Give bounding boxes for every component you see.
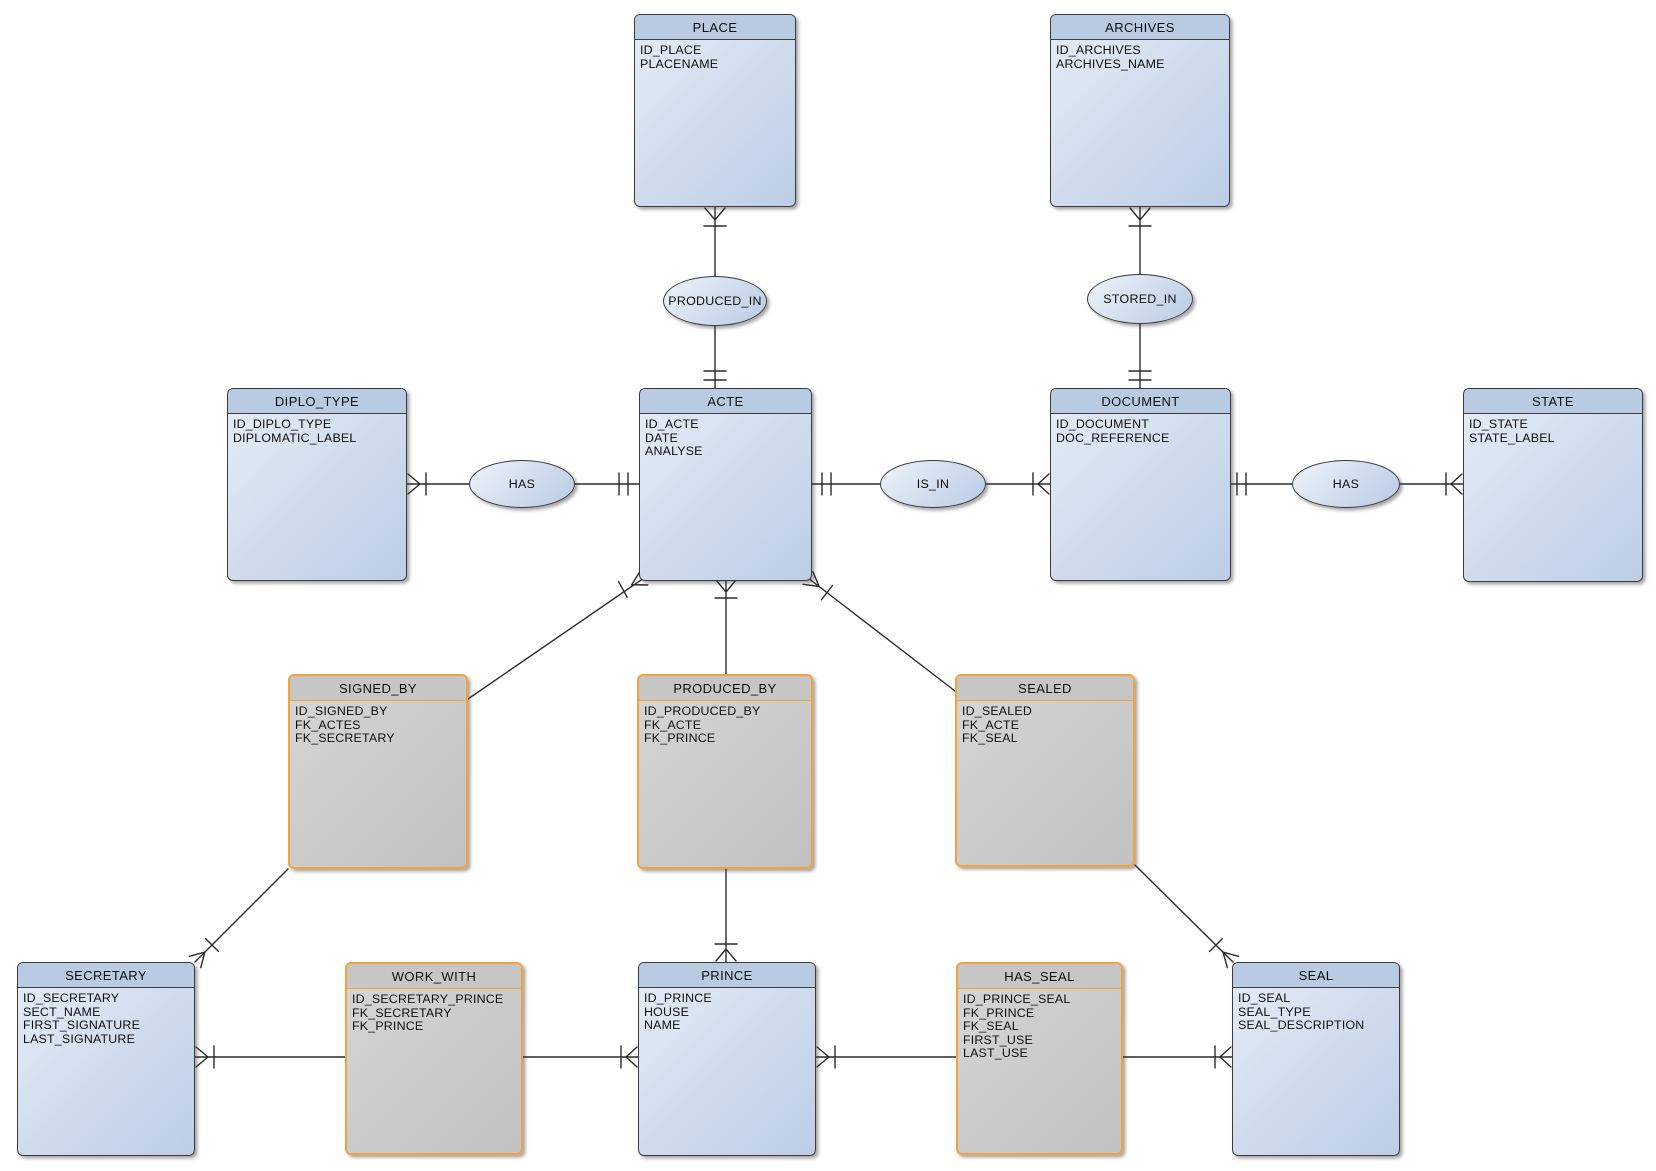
- relationship-has-diplo-label: HAS: [508, 477, 536, 491]
- connector-archives-stored_in-document: [1128, 206, 1152, 389]
- entity-document[interactable]: DOCUMENT ID_DOCUMENT DOC_REFERENCE: [1050, 388, 1231, 581]
- entity-diplo-type[interactable]: DIPLO_TYPE ID_DIPLO_TYPE DIPLOMATIC_LABE…: [227, 388, 407, 581]
- assoc-signed-by-title: SIGNED_BY: [290, 676, 466, 701]
- assoc-has-seal-title: HAS_SEAL: [958, 964, 1121, 989]
- connector-produced_by-prince: [714, 868, 738, 963]
- assoc-produced-by[interactable]: PRODUCED_BY ID_PRODUCED_BY FK_ACTE FK_PR…: [637, 674, 813, 869]
- entity-state[interactable]: STATE ID_STATE STATE_LABEL: [1463, 388, 1643, 582]
- connector-diplo_type-has-acte: [406, 472, 640, 496]
- entity-acte-fields: ID_ACTE DATE ANALYSE: [645, 417, 703, 458]
- entity-prince-title: PRINCE: [639, 963, 815, 988]
- assoc-sealed-fields: ID_SEALED FK_ACTE FK_SEAL: [962, 704, 1032, 745]
- entity-place-title: PLACE: [635, 15, 795, 40]
- entity-place-fields: ID_PLACE PLACENAME: [640, 43, 719, 71]
- connector-work_with-prince: [522, 1045, 639, 1069]
- connector-secretary-work_with: [194, 1045, 346, 1069]
- relationship-produced-in[interactable]: PRODUCED_IN: [663, 276, 767, 326]
- assoc-work-with-fields: ID_SECRETARY_PRINCE FK_SECRETARY FK_PRIN…: [352, 992, 504, 1033]
- entity-archives-fields: ID_ARCHIVES ARCHIVES_NAME: [1056, 43, 1165, 71]
- connector-prince-has_seal: [815, 1045, 957, 1069]
- connector-sealed-seal: [1134, 864, 1240, 969]
- entity-archives[interactable]: ARCHIVES ID_ARCHIVES ARCHIVES_NAME: [1050, 14, 1230, 207]
- relationship-is-in-label: IS_IN: [916, 477, 950, 491]
- entity-state-title: STATE: [1464, 389, 1642, 414]
- relationship-has-state[interactable]: HAS: [1292, 460, 1400, 508]
- relationship-produced-in-label: PRODUCED_IN: [668, 294, 762, 308]
- connector-signed_by-secretary: [188, 868, 289, 969]
- connector-acte-produced_by: [714, 578, 738, 675]
- assoc-sealed[interactable]: SEALED ID_SEALED FK_ACTE FK_SEAL: [955, 674, 1135, 867]
- entity-secretary-fields: ID_SECRETARY SECT_NAME FIRST_SIGNATURE L…: [23, 991, 141, 1046]
- entity-document-fields: ID_DOCUMENT DOC_REFERENCE: [1056, 417, 1170, 445]
- entity-acte[interactable]: ACTE ID_ACTE DATE ANALYSE: [639, 388, 812, 581]
- relationship-stored-in-label: STORED_IN: [1103, 292, 1177, 306]
- entity-place[interactable]: PLACE ID_PLACE PLACENAME: [634, 14, 796, 207]
- entity-diplo-type-fields: ID_DIPLO_TYPE DIPLOMATIC_LABEL: [233, 417, 357, 445]
- entity-secretary[interactable]: SECRETARY ID_SECRETARY SECT_NAME FIRST_S…: [17, 962, 195, 1156]
- entity-prince[interactable]: PRINCE ID_PRINCE HOUSE NAME: [638, 962, 816, 1156]
- entity-archives-title: ARCHIVES: [1051, 15, 1229, 40]
- relationship-has-state-label: HAS: [1332, 477, 1360, 491]
- assoc-signed-by[interactable]: SIGNED_BY ID_SIGNED_BY FK_ACTES FK_SECRE…: [288, 674, 468, 869]
- entity-secretary-title: SECRETARY: [18, 963, 194, 988]
- connector-acte-signed_by: [467, 570, 649, 700]
- entity-seal-title: SEAL: [1233, 963, 1399, 988]
- assoc-work-with-title: WORK_WITH: [347, 964, 521, 989]
- assoc-work-with[interactable]: WORK_WITH ID_SECRETARY_PRINCE FK_SECRETA…: [345, 962, 523, 1155]
- connector-has_seal-seal: [1122, 1045, 1233, 1069]
- relationship-is-in[interactable]: IS_IN: [880, 460, 986, 508]
- assoc-signed-by-fields: ID_SIGNED_BY FK_ACTES FK_SECRETARY: [295, 704, 395, 745]
- entity-seal-fields: ID_SEAL SEAL_TYPE SEAL_DESCRIPTION: [1238, 991, 1365, 1032]
- relationship-stored-in[interactable]: STORED_IN: [1087, 274, 1193, 324]
- connector-acte-is_in-document: [811, 472, 1051, 496]
- entity-diplo-type-title: DIPLO_TYPE: [228, 389, 406, 414]
- connector-place-produced_in-acte: [703, 206, 727, 389]
- entity-seal[interactable]: SEAL ID_SEAL SEAL_TYPE SEAL_DESCRIPTION: [1232, 962, 1400, 1156]
- connector-document-has-state: [1230, 472, 1464, 496]
- entity-prince-fields: ID_PRINCE HOUSE NAME: [644, 991, 712, 1032]
- assoc-has-seal-fields: ID_PRINCE_SEAL FK_PRINCE FK_SEAL FIRST_U…: [963, 992, 1071, 1060]
- assoc-has-seal[interactable]: HAS_SEAL ID_PRINCE_SEAL FK_PRINCE FK_SEA…: [956, 962, 1123, 1155]
- entity-acte-title: ACTE: [640, 389, 811, 414]
- assoc-produced-by-title: PRODUCED_BY: [639, 676, 811, 701]
- assoc-sealed-title: SEALED: [957, 676, 1133, 701]
- assoc-produced-by-fields: ID_PRODUCED_BY FK_ACTE FK_PRINCE: [644, 704, 761, 745]
- connector-acte-sealed: [802, 571, 956, 692]
- entity-state-fields: ID_STATE STATE_LABEL: [1469, 417, 1555, 445]
- relationship-has-diplo[interactable]: HAS: [469, 460, 575, 508]
- entity-document-title: DOCUMENT: [1051, 389, 1230, 414]
